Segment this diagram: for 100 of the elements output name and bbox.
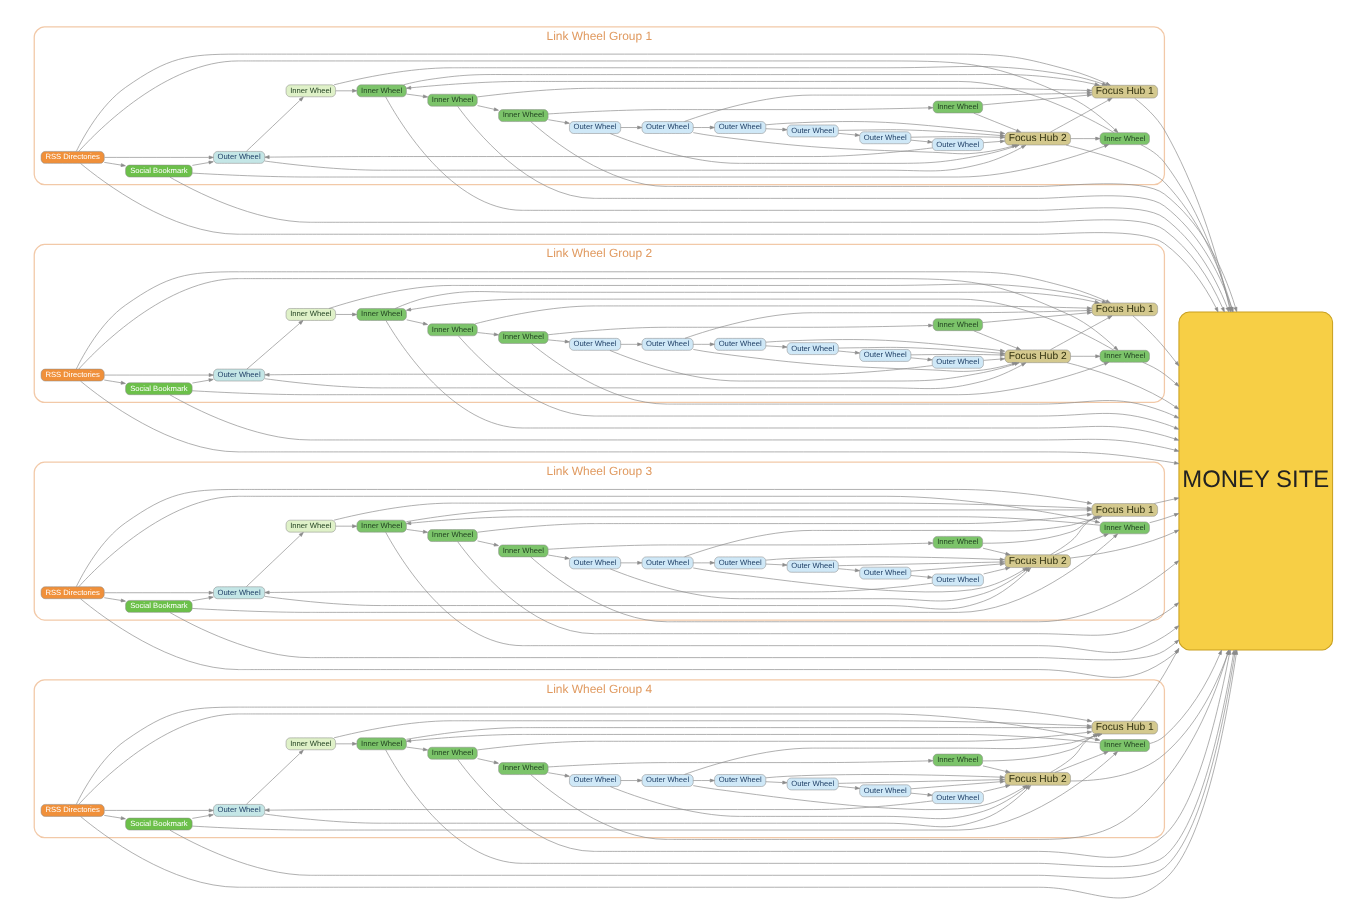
arrow [973, 112, 1022, 133]
arrow [406, 746, 428, 752]
arrow [1149, 513, 1180, 524]
arrow [1153, 497, 1180, 504]
arrow [547, 323, 934, 336]
arrow [1070, 529, 1180, 559]
arrow [477, 730, 1092, 751]
arrow [692, 342, 715, 347]
arrow [765, 127, 788, 132]
arrow [910, 357, 933, 362]
arrow [103, 379, 126, 385]
arrow [406, 93, 428, 99]
arrow [192, 378, 214, 384]
arrow [333, 66, 1107, 86]
arrow [910, 779, 1005, 790]
arrow [246, 749, 304, 805]
arrow [103, 597, 126, 603]
arrow [765, 556, 1005, 562]
arrow [547, 119, 570, 125]
arrow [264, 800, 933, 812]
arrow [104, 808, 214, 813]
arrow [103, 815, 126, 820]
arrow [838, 786, 860, 790]
arrow [335, 312, 358, 317]
arrow [264, 365, 933, 377]
arrow [104, 155, 214, 160]
arrow [246, 96, 304, 152]
arrow [394, 291, 1100, 309]
arrow [547, 759, 934, 768]
arrow [103, 162, 126, 167]
arrow [983, 357, 1006, 361]
arrow [910, 575, 933, 579]
arrow [982, 547, 1011, 556]
arrow [104, 373, 214, 377]
arrow [406, 529, 428, 534]
arrow [838, 777, 1005, 784]
arrow [477, 512, 1092, 533]
arrow [547, 106, 934, 115]
arrow [838, 560, 1005, 567]
arrow [1132, 315, 1180, 367]
arrow [406, 508, 1092, 522]
arrow [192, 160, 214, 166]
arrow [620, 125, 643, 130]
arrow [477, 758, 499, 765]
arrow [765, 121, 1006, 135]
arrow [983, 784, 1011, 792]
arrow [335, 88, 358, 93]
arrow [973, 330, 1022, 351]
arrow [838, 568, 860, 573]
arrow [1142, 361, 1180, 387]
arrow [692, 561, 715, 565]
arrow [838, 129, 1006, 138]
arrow [335, 524, 358, 528]
arrow [765, 774, 1005, 779]
arrow [983, 566, 1011, 575]
arrow [264, 147, 933, 159]
node-box: MONEY SITE [1178, 311, 1334, 651]
arrow [406, 319, 428, 326]
arrow [477, 105, 499, 112]
arrow [983, 139, 1006, 144]
arrow [547, 339, 570, 344]
arrow [547, 541, 934, 550]
arrow [1054, 751, 1109, 773]
arrow [547, 554, 570, 560]
arrow [692, 125, 715, 130]
arrow [838, 133, 860, 137]
arrow [910, 135, 1005, 140]
arrow [169, 394, 1180, 452]
arrow [982, 311, 1093, 323]
arrow [982, 765, 1011, 774]
arrow [328, 283, 1107, 309]
arrow [335, 742, 358, 746]
arrow [477, 540, 499, 547]
arrow [1050, 97, 1113, 133]
arrow [765, 563, 788, 567]
arrow [264, 582, 933, 595]
arrow [1070, 354, 1101, 359]
arrow [910, 562, 1005, 572]
arrow [1050, 315, 1113, 351]
arrow [246, 320, 304, 370]
arrow [1054, 533, 1109, 556]
arrow [692, 778, 715, 783]
arrow [1070, 136, 1101, 141]
arrow [104, 590, 214, 595]
arrow [620, 561, 643, 565]
arrow [838, 350, 860, 355]
arrow [192, 596, 214, 602]
arrow [1066, 362, 1180, 410]
arrow [246, 532, 304, 587]
arrow [620, 342, 643, 347]
arrow [765, 345, 788, 349]
arrow [910, 139, 933, 144]
arrow [547, 772, 570, 778]
arrow [620, 778, 643, 783]
arrow [765, 780, 788, 785]
arrow [403, 74, 1100, 87]
arrow [910, 792, 933, 797]
arrow [192, 813, 214, 819]
arrow [477, 332, 499, 337]
arrow [333, 502, 1092, 521]
